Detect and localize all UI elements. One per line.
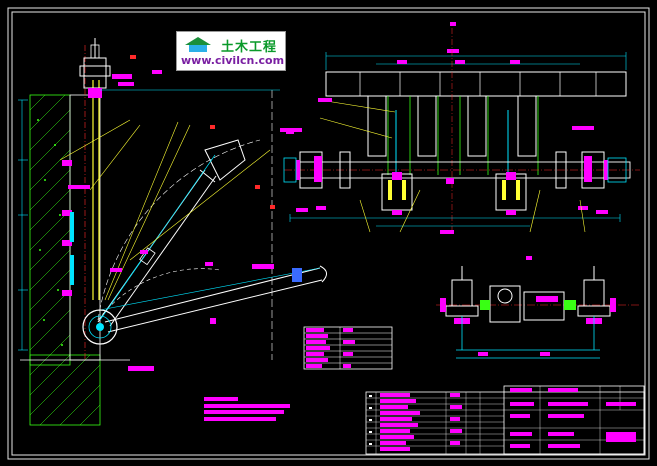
civilcn-logo: 土木工程 www.civilcn.com [176,31,286,71]
parts-list-and-title-block [365,385,645,455]
house-icon [185,37,211,52]
drawing-frame [7,7,650,460]
top-right-front-view [283,22,640,234]
left-elevation-view [18,38,327,426]
logo-title: 土木工程 [221,40,278,55]
plan-view-drive [436,256,640,359]
legend-table [303,326,393,370]
logo-url: www.civilcn.com [181,54,285,67]
